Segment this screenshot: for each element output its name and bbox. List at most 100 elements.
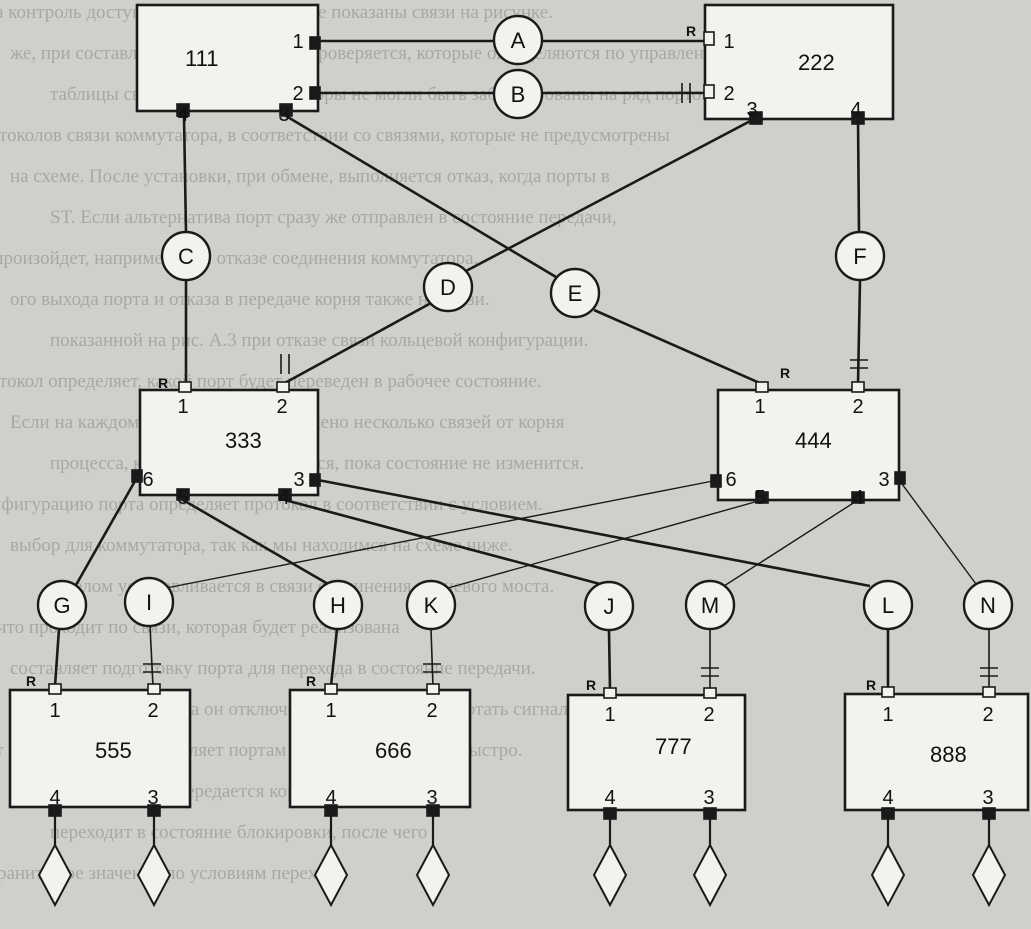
switch-222: 222 [703, 3, 895, 121]
port-marker [324, 804, 338, 817]
link-line-f [856, 117, 861, 233]
port-marker [851, 491, 865, 504]
link-label: N [980, 593, 996, 618]
link-line-k [430, 628, 434, 687]
port-number: 1 [292, 31, 303, 53]
port-marker [147, 683, 161, 695]
port-number: 2 [426, 700, 437, 722]
switch-666: 666 [288, 688, 472, 809]
link-circle-shape [549, 267, 601, 319]
port-marker [982, 686, 996, 698]
link-line-h [182, 498, 329, 586]
switch-label: 666 [375, 738, 412, 763]
port-marker [881, 686, 895, 698]
background-text-line: переходит в состояние блокировки, после … [50, 822, 427, 843]
link-line-f [856, 279, 862, 385]
port-marker [48, 804, 62, 817]
link-circle-g: G [36, 579, 88, 631]
port-number: 3 [278, 104, 289, 126]
link-circle-shape [123, 576, 175, 628]
port-marker [755, 491, 769, 504]
port-marker [703, 84, 715, 99]
port-number: 3 [703, 787, 714, 809]
port-marker [279, 103, 293, 117]
background-text-line: не произойдет, например, при отказе соед… [0, 248, 478, 269]
port-number: 2 [982, 704, 993, 726]
switch-label: 333 [225, 428, 262, 453]
link-circle-shape [312, 579, 364, 631]
link-line-h [329, 628, 339, 687]
link-line-g [74, 480, 137, 586]
port-marker [48, 683, 62, 695]
port-marker [309, 473, 321, 487]
port-marker [851, 381, 865, 393]
switch-777: 777 [566, 693, 747, 812]
port-number: 4 [177, 104, 188, 126]
link-label: M [701, 593, 719, 618]
port-marker [881, 807, 895, 820]
switch-label: 222 [798, 50, 835, 75]
link-circle-shape [492, 14, 544, 66]
link-label: H [330, 593, 346, 618]
link-label: I [146, 590, 152, 615]
switch-box [288, 688, 472, 809]
link-line-m [723, 499, 859, 587]
port-number: 4 [850, 99, 861, 121]
port-number: 4 [882, 787, 893, 809]
link-circle-shape [492, 68, 544, 120]
link-circle-shape [962, 579, 1014, 631]
link-circle-shape [834, 230, 886, 282]
link-line-n [901, 483, 977, 585]
port-marker [982, 807, 996, 820]
port-number: 3 [982, 787, 993, 809]
port-marker [276, 381, 290, 393]
end-host-diamond [592, 842, 628, 908]
port-number: 4 [852, 487, 863, 509]
switch-box [138, 388, 320, 497]
port-number: 1 [49, 700, 60, 722]
link-circle-f: F [834, 230, 886, 282]
port-number: 3 [878, 469, 889, 491]
port-number: 3 [746, 99, 757, 121]
end-host-diamond [37, 842, 73, 908]
link-circle-j: J [583, 580, 635, 632]
port-number: 6 [725, 469, 736, 491]
background-text-line: показанной на рис. А.3 при отказе связи … [50, 330, 588, 351]
link-circle-shape [862, 579, 914, 631]
background-text-line: же, при составлении схемы, сначала прове… [9, 43, 728, 64]
port-marker [703, 31, 715, 46]
background-text-line: Конфигурацию порта определяет протокол в… [0, 494, 543, 515]
switch-box [566, 693, 747, 812]
link-circle-e: E [549, 267, 601, 319]
link-line-l [317, 478, 871, 588]
port-number: 2 [703, 704, 714, 726]
port-number: 2 [292, 83, 303, 105]
link-circle-shape [583, 580, 635, 632]
port-marker [603, 807, 617, 820]
port-number: 1 [723, 31, 734, 53]
link-label: E [568, 281, 583, 306]
link-line-e [285, 114, 557, 279]
port-number: 2 [147, 700, 158, 722]
port-number: 2 [852, 396, 863, 418]
root-port-marker: R [158, 375, 168, 391]
port-number: 1 [325, 700, 336, 722]
background-text-line: ого выхода порта и отказа в передаче кор… [10, 289, 490, 310]
link-lines [53, 39, 998, 845]
background-text-line: ST. Если альтернатива порт сразу же отпр… [50, 207, 617, 228]
switch-box [8, 688, 192, 809]
switch-box [843, 692, 1030, 812]
link-label: G [53, 593, 70, 618]
link-line-j [607, 629, 612, 691]
link-circle-k: K [405, 579, 457, 631]
switch-label: 777 [655, 734, 692, 759]
link-line-i [149, 625, 154, 687]
port-marker [278, 488, 292, 501]
background-text-line: протоколов связи коммутатора, в соответс… [0, 125, 670, 146]
root-port-marker: R [686, 23, 696, 39]
link-label: J [604, 594, 615, 619]
root-port-marker: R [26, 673, 36, 689]
switch-111: 111 [135, 3, 320, 113]
